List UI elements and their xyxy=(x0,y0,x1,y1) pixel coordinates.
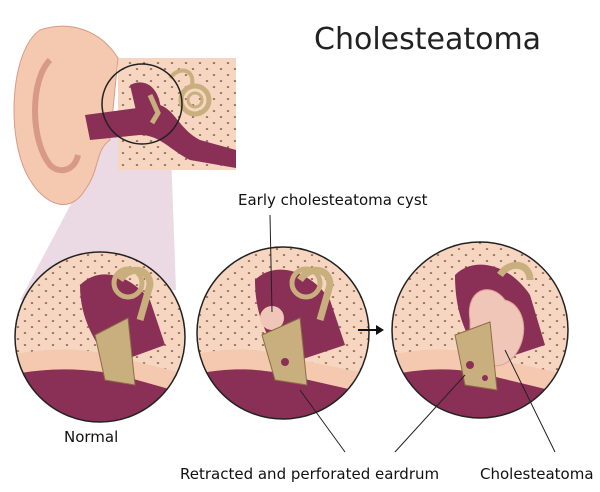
diagram-title: Cholesteatoma xyxy=(314,22,542,57)
early-cyst-view xyxy=(197,247,369,419)
leader-lines xyxy=(269,214,556,453)
progression-arrow xyxy=(358,325,384,335)
magnifier-circle xyxy=(101,63,183,145)
label-early-cyst: Early cholesteatoma cyst xyxy=(238,191,428,209)
label-retracted-eardrum: Retracted and perforated eardrum xyxy=(180,465,440,483)
label-normal: Normal xyxy=(64,428,119,446)
ear-overview xyxy=(13,25,236,205)
label-cholesteatoma: Cholesteatoma xyxy=(480,465,594,483)
